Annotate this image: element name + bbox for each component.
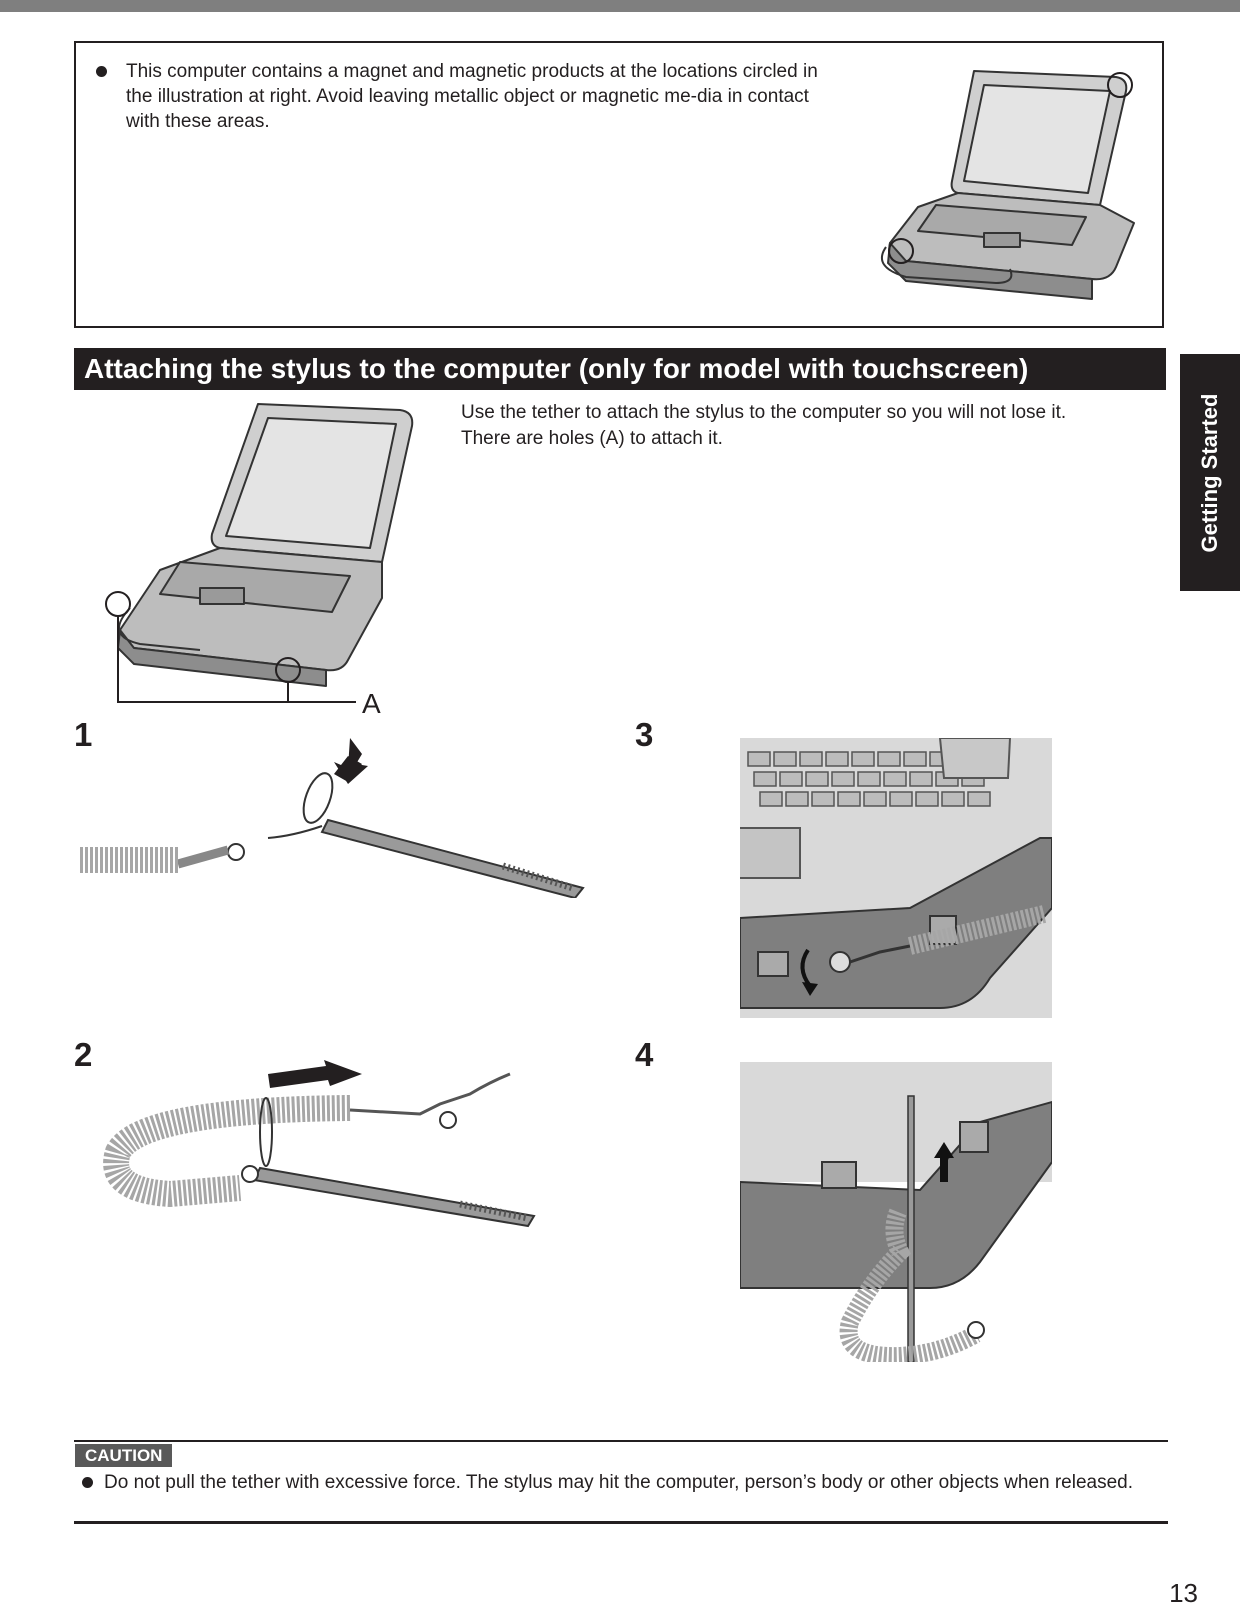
caution-text: Do not pull the tether with excessive fo… (104, 1472, 1134, 1493)
top-bar (0, 0, 1240, 12)
step-1-illustration (80, 738, 585, 898)
step-number-3: 3 (635, 716, 654, 753)
page-number: 13 (1169, 1578, 1198, 1608)
step-3-illustration (740, 738, 1052, 1018)
intro-text: Use the tether to attach the stylus to t… (461, 400, 1161, 452)
notice-text: This computer contains a magnet and magn… (126, 61, 818, 132)
laptop-holes-illustration (105, 403, 414, 703)
intro-line-1: Use the tether to attach the stylus to t… (461, 402, 1067, 423)
laptop-magnet-illustration (881, 70, 1135, 300)
section-heading: Attaching the stylus to the computer (on… (74, 348, 1166, 390)
step-number-1: 1 (74, 716, 93, 753)
intro-line-2: There are holes (A) to attach it. (461, 428, 723, 449)
step-number-4: 4 (635, 1036, 654, 1073)
side-tab-label: Getting Started (1197, 393, 1222, 552)
step-2-illustration (103, 1060, 536, 1228)
caution-block: CAUTION Do not pull the tether with exce… (74, 1440, 1168, 1524)
caution-label: CAUTION (75, 1444, 173, 1467)
bullet-icon (96, 66, 107, 77)
caution-item: Do not pull the tether with excessive fo… (82, 1470, 1154, 1495)
side-tab: Getting Started (1180, 354, 1240, 591)
step-4-illustration (740, 1062, 1052, 1362)
notice-item: This computer contains a magnet and magn… (96, 59, 826, 134)
notice-box: This computer contains a magnet and magn… (74, 41, 1164, 328)
bullet-icon (82, 1477, 93, 1488)
step-number-2: 2 (74, 1036, 93, 1073)
callout-label-a: A (362, 688, 381, 719)
